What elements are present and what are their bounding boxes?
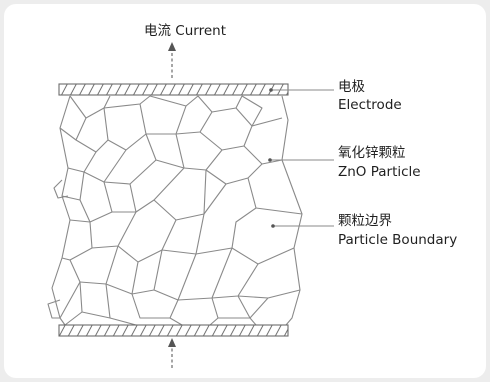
boundary-label-zh: 颗粒边界 — [338, 213, 392, 229]
electrode-label-en: Electrode — [338, 97, 402, 113]
leader-lines — [268, 88, 334, 228]
current-label: 电流 Current — [144, 23, 226, 39]
particle-label-zh: 氧化锌颗粒 — [338, 145, 406, 161]
current-arrow-top — [168, 42, 176, 78]
current-arrow-bottom — [168, 338, 176, 368]
top-electrode — [58, 83, 289, 96]
diagram-panel — [4, 4, 486, 378]
particle-label-en: ZnO Particle — [338, 164, 421, 180]
electrode-label-zh: 电极 — [338, 79, 365, 95]
particle-grains — [47, 95, 303, 326]
boundary-label-en: Particle Boundary — [338, 232, 458, 248]
bottom-electrode — [58, 324, 289, 337]
